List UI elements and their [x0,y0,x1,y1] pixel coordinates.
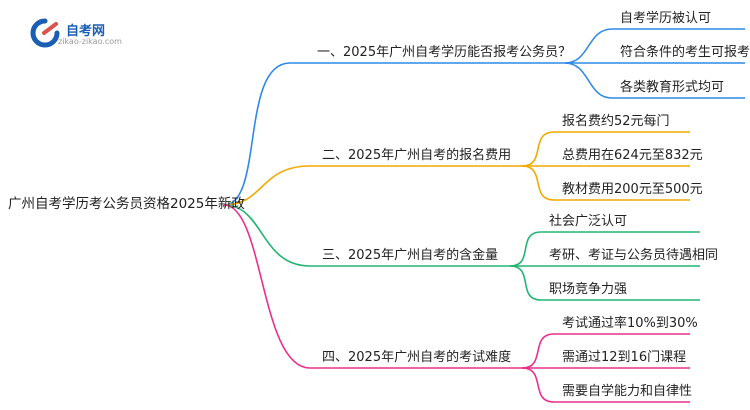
branch-2-child-1-link [521,131,555,167]
branch-4-child-3: 需要自学能力和自律性 [562,384,693,399]
branch-4-child-1-link [521,333,555,369]
branch-1-child-1: 自考学历被认可 [620,11,712,26]
logo-mark-icon [30,18,60,48]
branch-1-child-3: 各类教育形式均可 [620,80,725,95]
branch-1-child-3-link [564,62,613,99]
branch-2-child-3: 教材费用200元至500元 [562,182,703,197]
branch-4-child-2: 需通过12到16门课程 [562,350,687,365]
branch-3-link [223,204,311,267]
branch-2-link [223,165,311,206]
branch-1-link [223,62,291,206]
site-logo: 自考网 zikao-zikao.com [30,18,150,50]
root-topic: 广州自考学历考公务员资格2025年新政 [8,196,245,212]
branch-3-child-3-link [509,265,542,301]
branch-3-child-2: 考研、考证与公务员待遇相同 [549,248,719,263]
logo-name: 自考网 [66,24,106,39]
branch-1-child-1-link [564,28,613,64]
branch-2-child-1: 报名费约52元每门 [562,114,670,129]
logo-url: zikao-zikao.com [58,37,122,46]
branch-1-child-2: 符合条件的考生可报考 [620,45,750,60]
branch-3-child-3: 职场竞争力强 [549,282,628,297]
branch-4-link [223,204,311,369]
branch-3-child-1-link [509,231,542,267]
branch-3-child-1: 社会广泛认可 [549,214,628,229]
branch-2-child-3-link [521,165,555,201]
branch-1-topic: 一、2025年广州自考学历能否报考公务员？ [317,45,572,60]
branch-3-topic: 三、2025年广州自考的含金量 [322,248,499,263]
branch-4-child-3-link [521,367,555,403]
branch-2-child-2: 总费用在624元至832元 [562,148,703,163]
branch-4-child-1: 考试通过率10%到30% [562,316,698,331]
branch-4-topic: 四、2025年广州自考的考试难度 [322,350,512,365]
branch-2-topic: 二、2025年广州自考的报名费用 [322,148,512,163]
